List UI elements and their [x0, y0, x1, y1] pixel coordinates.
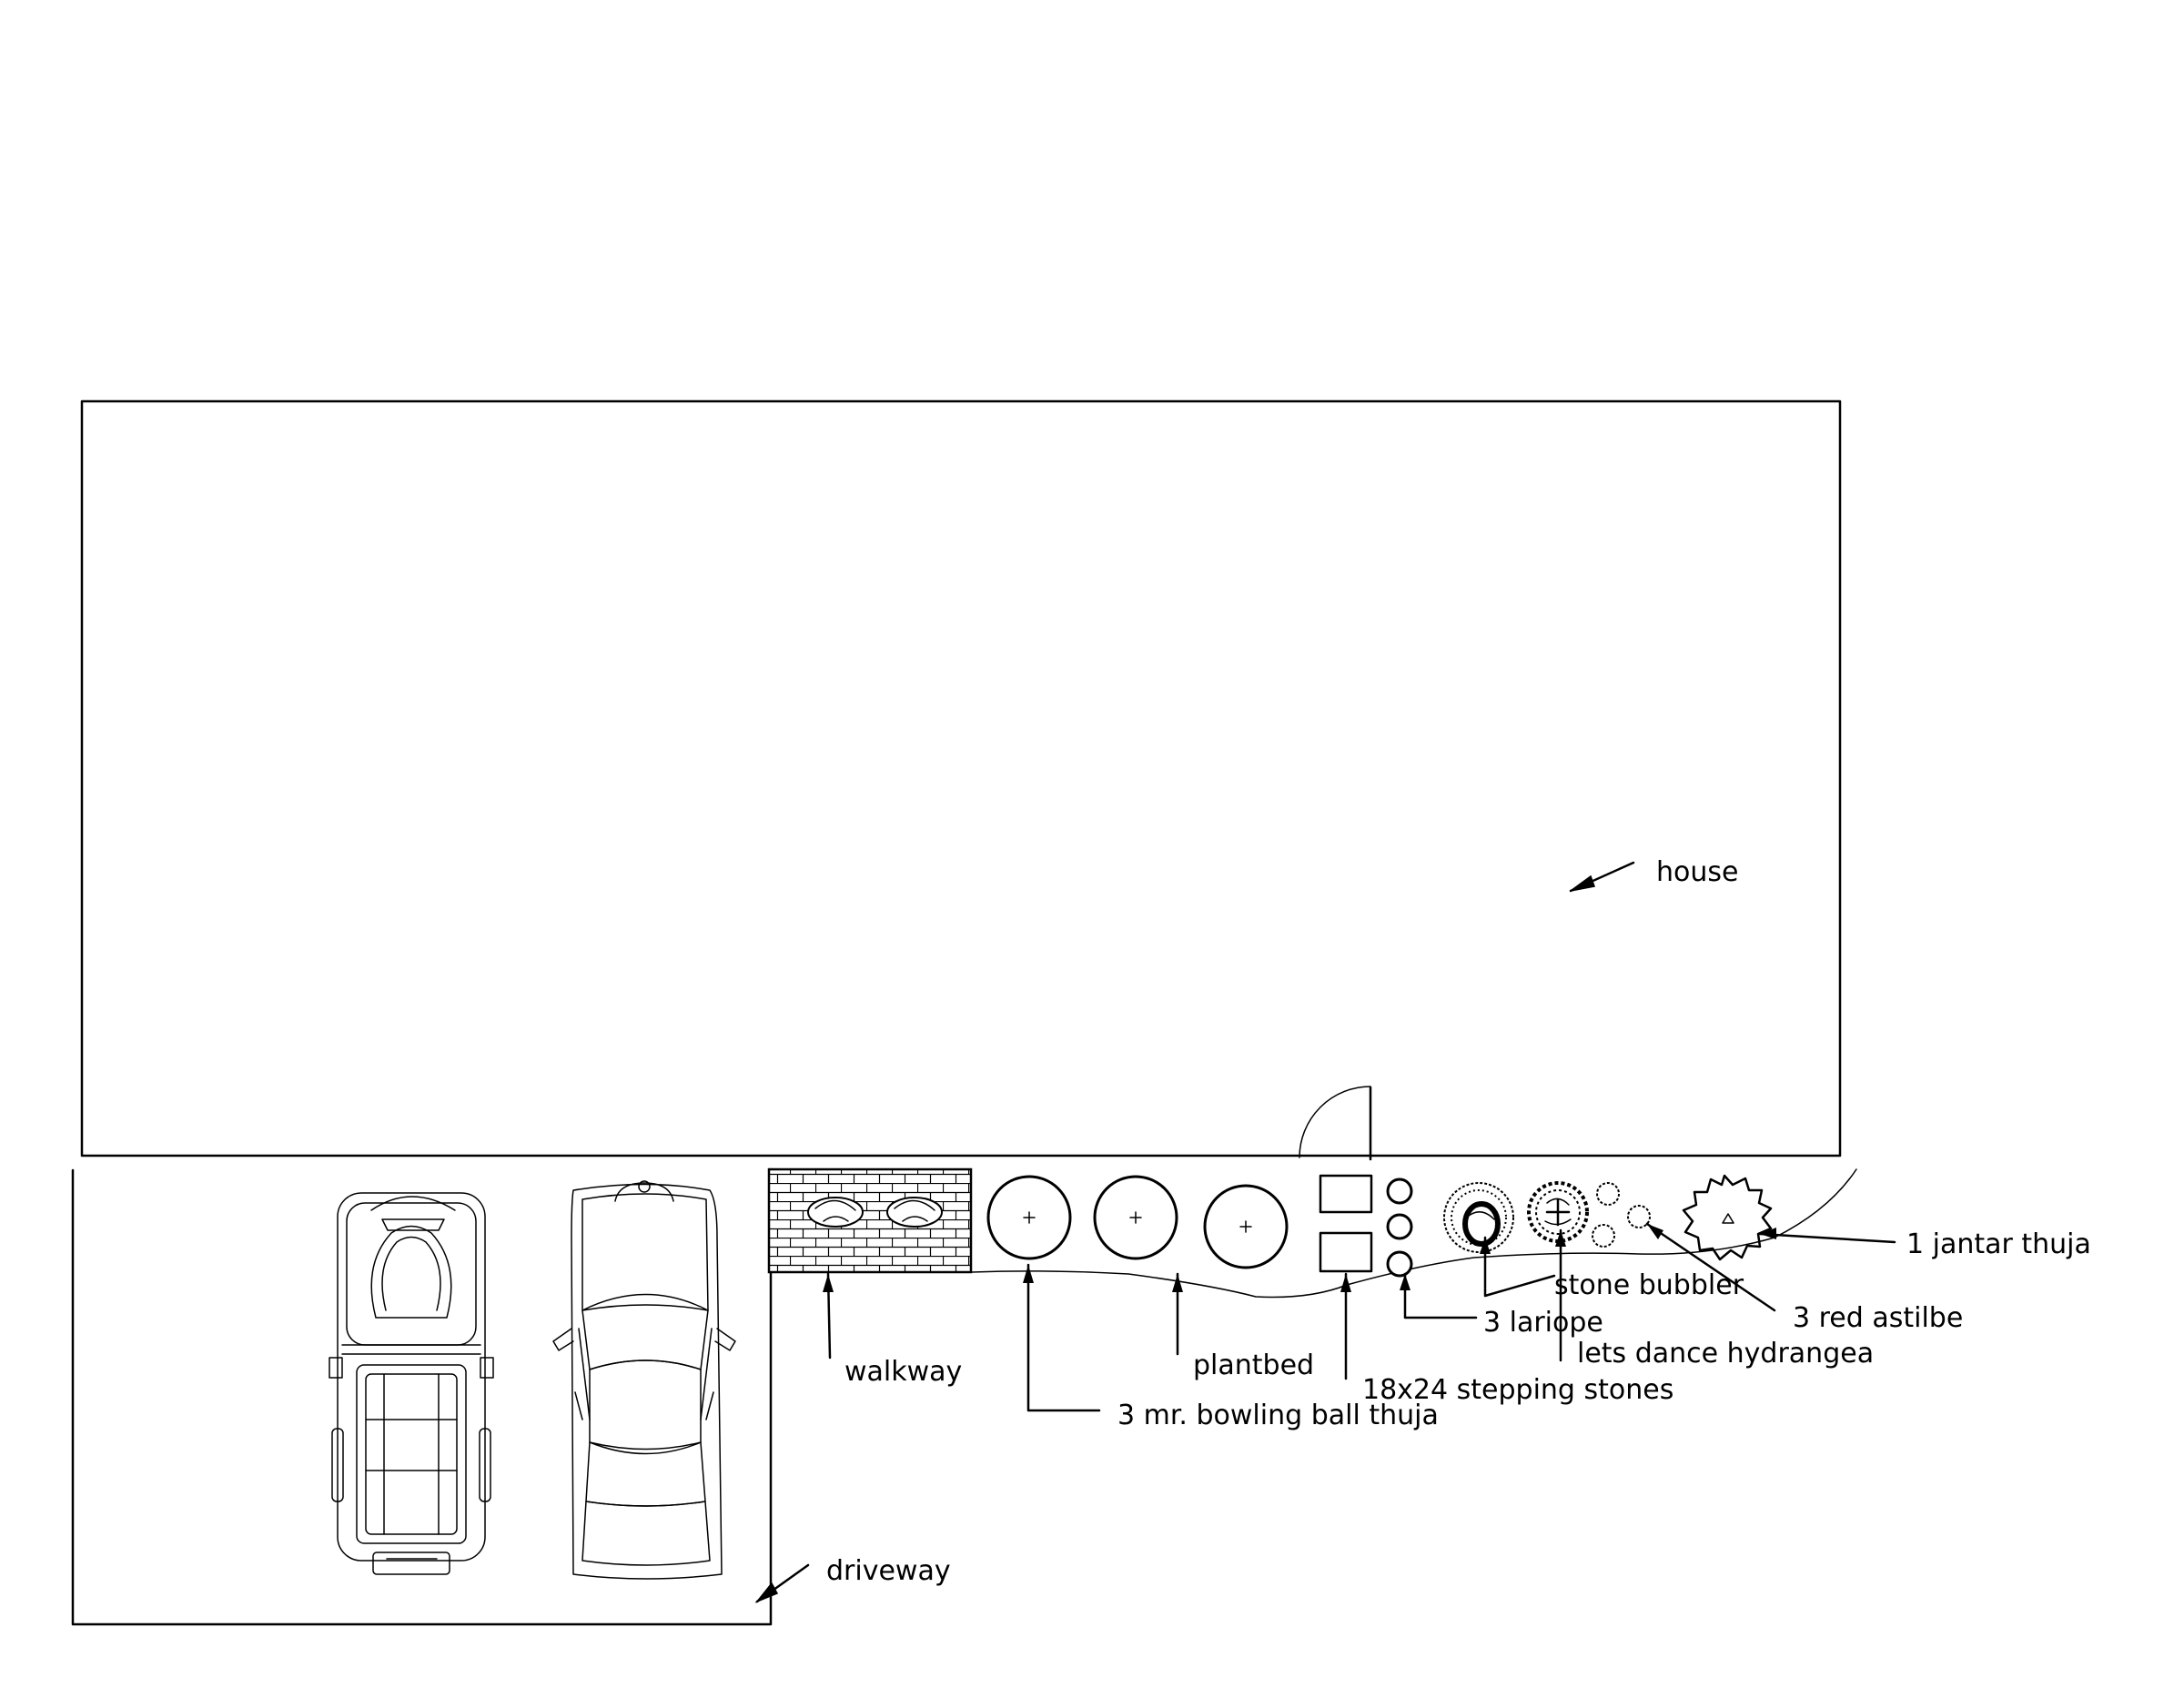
stepping-stone: [1319, 1231, 1373, 1273]
stone-bubbler-leader: [1480, 1236, 1556, 1298]
plantbed-edge: [971, 1168, 1857, 1299]
stepping-stones-leader: [1340, 1272, 1351, 1380]
house-outline: [80, 399, 1842, 1157]
walkway-leader: [823, 1272, 834, 1359]
pickup-truck: [329, 1192, 494, 1575]
astilbe: [1596, 1182, 1620, 1206]
jantar-leader: [1758, 1228, 1896, 1244]
bowling-ball-leader: [1023, 1263, 1101, 1412]
stone-bubbler: [1443, 1182, 1514, 1253]
lariope-label: 3 lariope: [1483, 1307, 1603, 1339]
hydrangea-shrub: [1527, 1181, 1589, 1243]
house-label: house: [1656, 856, 1738, 888]
sedan-car: [552, 1180, 736, 1580]
plantbed-label: plantbed: [1193, 1349, 1314, 1381]
jantar-thuja: [1682, 1174, 1773, 1261]
entry-door: [1299, 1086, 1372, 1161]
driveway-leader: [754, 1563, 810, 1603]
stepping-stones-label: 18x24 stepping stones: [1362, 1374, 1673, 1406]
hydrangea-label: lets dance hydrangea: [1577, 1338, 1874, 1370]
lariope: [1386, 1213, 1413, 1240]
bowling-ball-thuja: [986, 1175, 1072, 1260]
astilbe: [1627, 1205, 1651, 1228]
house-leader: [1569, 861, 1635, 893]
driveway-label: driveway: [826, 1555, 951, 1587]
lariope: [1386, 1250, 1413, 1278]
plantbed-leader: [1172, 1272, 1183, 1356]
hydrangea-leader: [1555, 1228, 1566, 1362]
stone-bubbler-label: stone bubbler: [1554, 1269, 1744, 1301]
astilbe-leader: [1645, 1222, 1776, 1312]
boulder: [807, 1197, 864, 1228]
lariope-leader: [1400, 1272, 1478, 1319]
lariope: [1386, 1178, 1413, 1205]
bowling-ball-label: 3 mr. bowling ball thuja: [1117, 1400, 1439, 1431]
walkway-label: walkway: [844, 1356, 962, 1388]
jantar-label: 1 jantar thuja: [1906, 1228, 2091, 1260]
stepping-stone: [1319, 1174, 1373, 1214]
astilbe-label: 3 red astilbe: [1793, 1302, 1963, 1334]
walkway-paving: [767, 1167, 973, 1274]
boulder: [886, 1197, 943, 1228]
bowling-ball-thuja: [1203, 1184, 1289, 1269]
driveway-outline: [71, 1167, 773, 1626]
bowling-ball-thuja: [1093, 1175, 1178, 1260]
astilbe: [1592, 1224, 1615, 1248]
